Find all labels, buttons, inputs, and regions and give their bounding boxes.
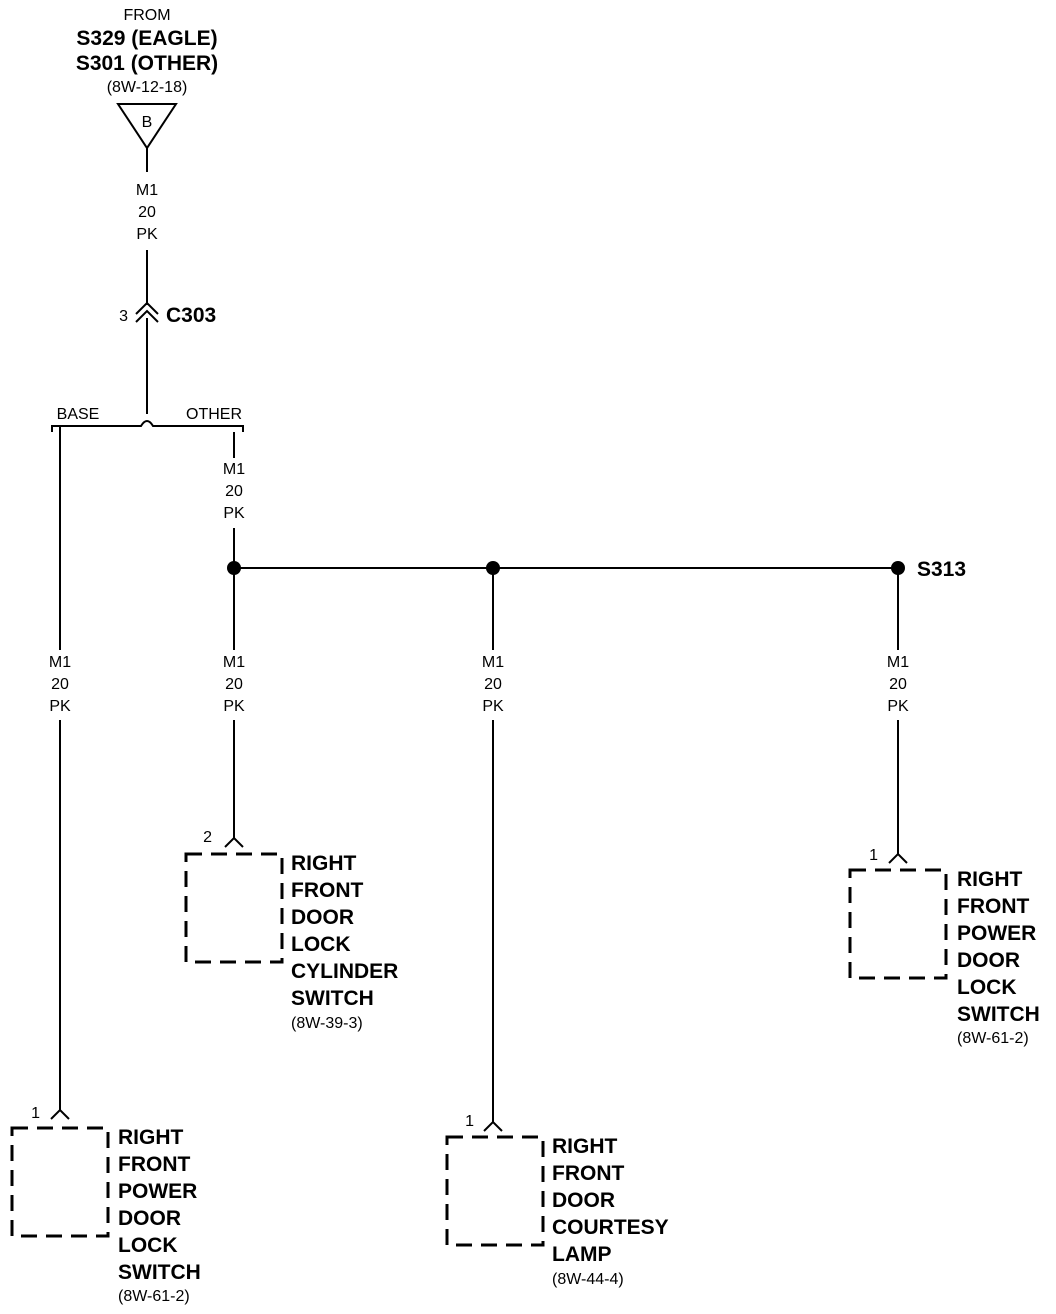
component-box-courtesy-lamp bbox=[445, 1135, 545, 1247]
svg-text:DOOR: DOOR bbox=[118, 1207, 181, 1230]
wire-gauge-label: 20 bbox=[51, 676, 69, 693]
svg-text:RIGHT: RIGHT bbox=[957, 868, 1023, 891]
component-label-courtesy-lamp: RIGHT FRONT DOOR COURTESY LAMP (8W-44-4) bbox=[552, 1135, 669, 1288]
terminal-symbol bbox=[50, 1108, 70, 1120]
component-label-right-power-lock-switch: RIGHT FRONT POWER DOOR LOCK SWITCH (8W-6… bbox=[957, 868, 1040, 1047]
wire-circuit-label: M1 bbox=[887, 654, 909, 671]
wire-color-label: PK bbox=[887, 698, 909, 715]
wire-gauge-label: 20 bbox=[225, 483, 243, 500]
svg-text:LAMP: LAMP bbox=[552, 1243, 612, 1266]
from-label: FROM bbox=[123, 7, 170, 24]
wire-color-label: PK bbox=[482, 698, 504, 715]
pin-number: 2 bbox=[203, 829, 212, 846]
branch-label-other: OTHER bbox=[186, 406, 242, 423]
component-box-right-power-lock-switch bbox=[848, 868, 948, 980]
svg-text:DOOR: DOOR bbox=[552, 1189, 615, 1212]
svg-text:LOCK: LOCK bbox=[291, 933, 351, 956]
wire-color-label: PK bbox=[136, 226, 158, 243]
svg-text:FRONT: FRONT bbox=[957, 895, 1029, 918]
wire-gauge-label: 20 bbox=[225, 676, 243, 693]
wire-color-label: PK bbox=[223, 505, 245, 522]
terminal-symbol bbox=[483, 1120, 503, 1132]
off-page-connector-triangle bbox=[116, 103, 178, 150]
svg-text:DOOR: DOOR bbox=[291, 906, 354, 929]
wire-color-label: PK bbox=[49, 698, 71, 715]
svg-text:SWITCH: SWITCH bbox=[118, 1261, 201, 1284]
source-splice-other: S301 (OTHER) bbox=[76, 52, 218, 75]
svg-text:POWER: POWER bbox=[957, 922, 1036, 945]
wire-gauge-label: 20 bbox=[889, 676, 907, 693]
wire-circuit-label: M1 bbox=[49, 654, 71, 671]
component-box-left-power-lock-switch bbox=[10, 1126, 110, 1238]
pin-number: 1 bbox=[465, 1113, 474, 1130]
wire-color-label: PK bbox=[223, 698, 245, 715]
component-label-left-power-lock-switch: RIGHT FRONT POWER DOOR LOCK SWITCH (8W-6… bbox=[118, 1126, 201, 1305]
svg-text:(8W-61-2): (8W-61-2) bbox=[957, 1030, 1029, 1047]
svg-text:SWITCH: SWITCH bbox=[957, 1003, 1040, 1026]
source-splice-eagle: S329 (EAGLE) bbox=[76, 27, 217, 50]
source-page-ref: (8W-12-18) bbox=[107, 79, 188, 96]
branch-label-base: BASE bbox=[57, 406, 100, 423]
svg-text:(8W-61-2): (8W-61-2) bbox=[118, 1288, 190, 1305]
component-box-lock-cylinder-switch bbox=[184, 852, 284, 964]
wire-gauge-label: 20 bbox=[484, 676, 502, 693]
svg-text:LOCK: LOCK bbox=[118, 1234, 178, 1257]
c303-connector-label: C303 bbox=[166, 304, 216, 327]
svg-text:(8W-44-4): (8W-44-4) bbox=[552, 1271, 624, 1288]
pin-number: 1 bbox=[869, 847, 878, 864]
wire-circuit-label: M1 bbox=[223, 461, 245, 478]
svg-text:RIGHT: RIGHT bbox=[552, 1135, 618, 1158]
component-label-lock-cylinder-switch: RIGHT FRONT DOOR LOCK CYLINDER SWITCH (8… bbox=[291, 852, 398, 1032]
svg-text:FRONT: FRONT bbox=[552, 1162, 624, 1185]
svg-text:(8W-39-3): (8W-39-3) bbox=[291, 1015, 363, 1032]
terminal-symbol bbox=[224, 836, 244, 848]
svg-text:POWER: POWER bbox=[118, 1180, 197, 1203]
c303-connector-symbol bbox=[135, 301, 159, 323]
svg-text:COURTESY: COURTESY bbox=[552, 1216, 669, 1239]
pin-number: 1 bbox=[31, 1105, 40, 1122]
svg-text:SWITCH: SWITCH bbox=[291, 987, 374, 1010]
svg-text:FRONT: FRONT bbox=[291, 879, 363, 902]
svg-text:FRONT: FRONT bbox=[118, 1153, 190, 1176]
terminal-symbol bbox=[888, 852, 908, 864]
wire-circuit-label: M1 bbox=[223, 654, 245, 671]
splice-label-s313: S313 bbox=[917, 558, 966, 581]
wire-circuit-label: M1 bbox=[482, 654, 504, 671]
off-page-connector-letter: B bbox=[142, 114, 153, 131]
branch-bracket bbox=[51, 420, 244, 432]
svg-text:LOCK: LOCK bbox=[957, 976, 1017, 999]
svg-text:DOOR: DOOR bbox=[957, 949, 1020, 972]
wire-gauge-label: 20 bbox=[138, 204, 156, 221]
svg-text:RIGHT: RIGHT bbox=[291, 852, 357, 875]
svg-text:CYLINDER: CYLINDER bbox=[291, 960, 398, 983]
svg-text:RIGHT: RIGHT bbox=[118, 1126, 184, 1149]
c303-pin-number: 3 bbox=[119, 308, 128, 325]
wire-circuit-label: M1 bbox=[136, 182, 158, 199]
